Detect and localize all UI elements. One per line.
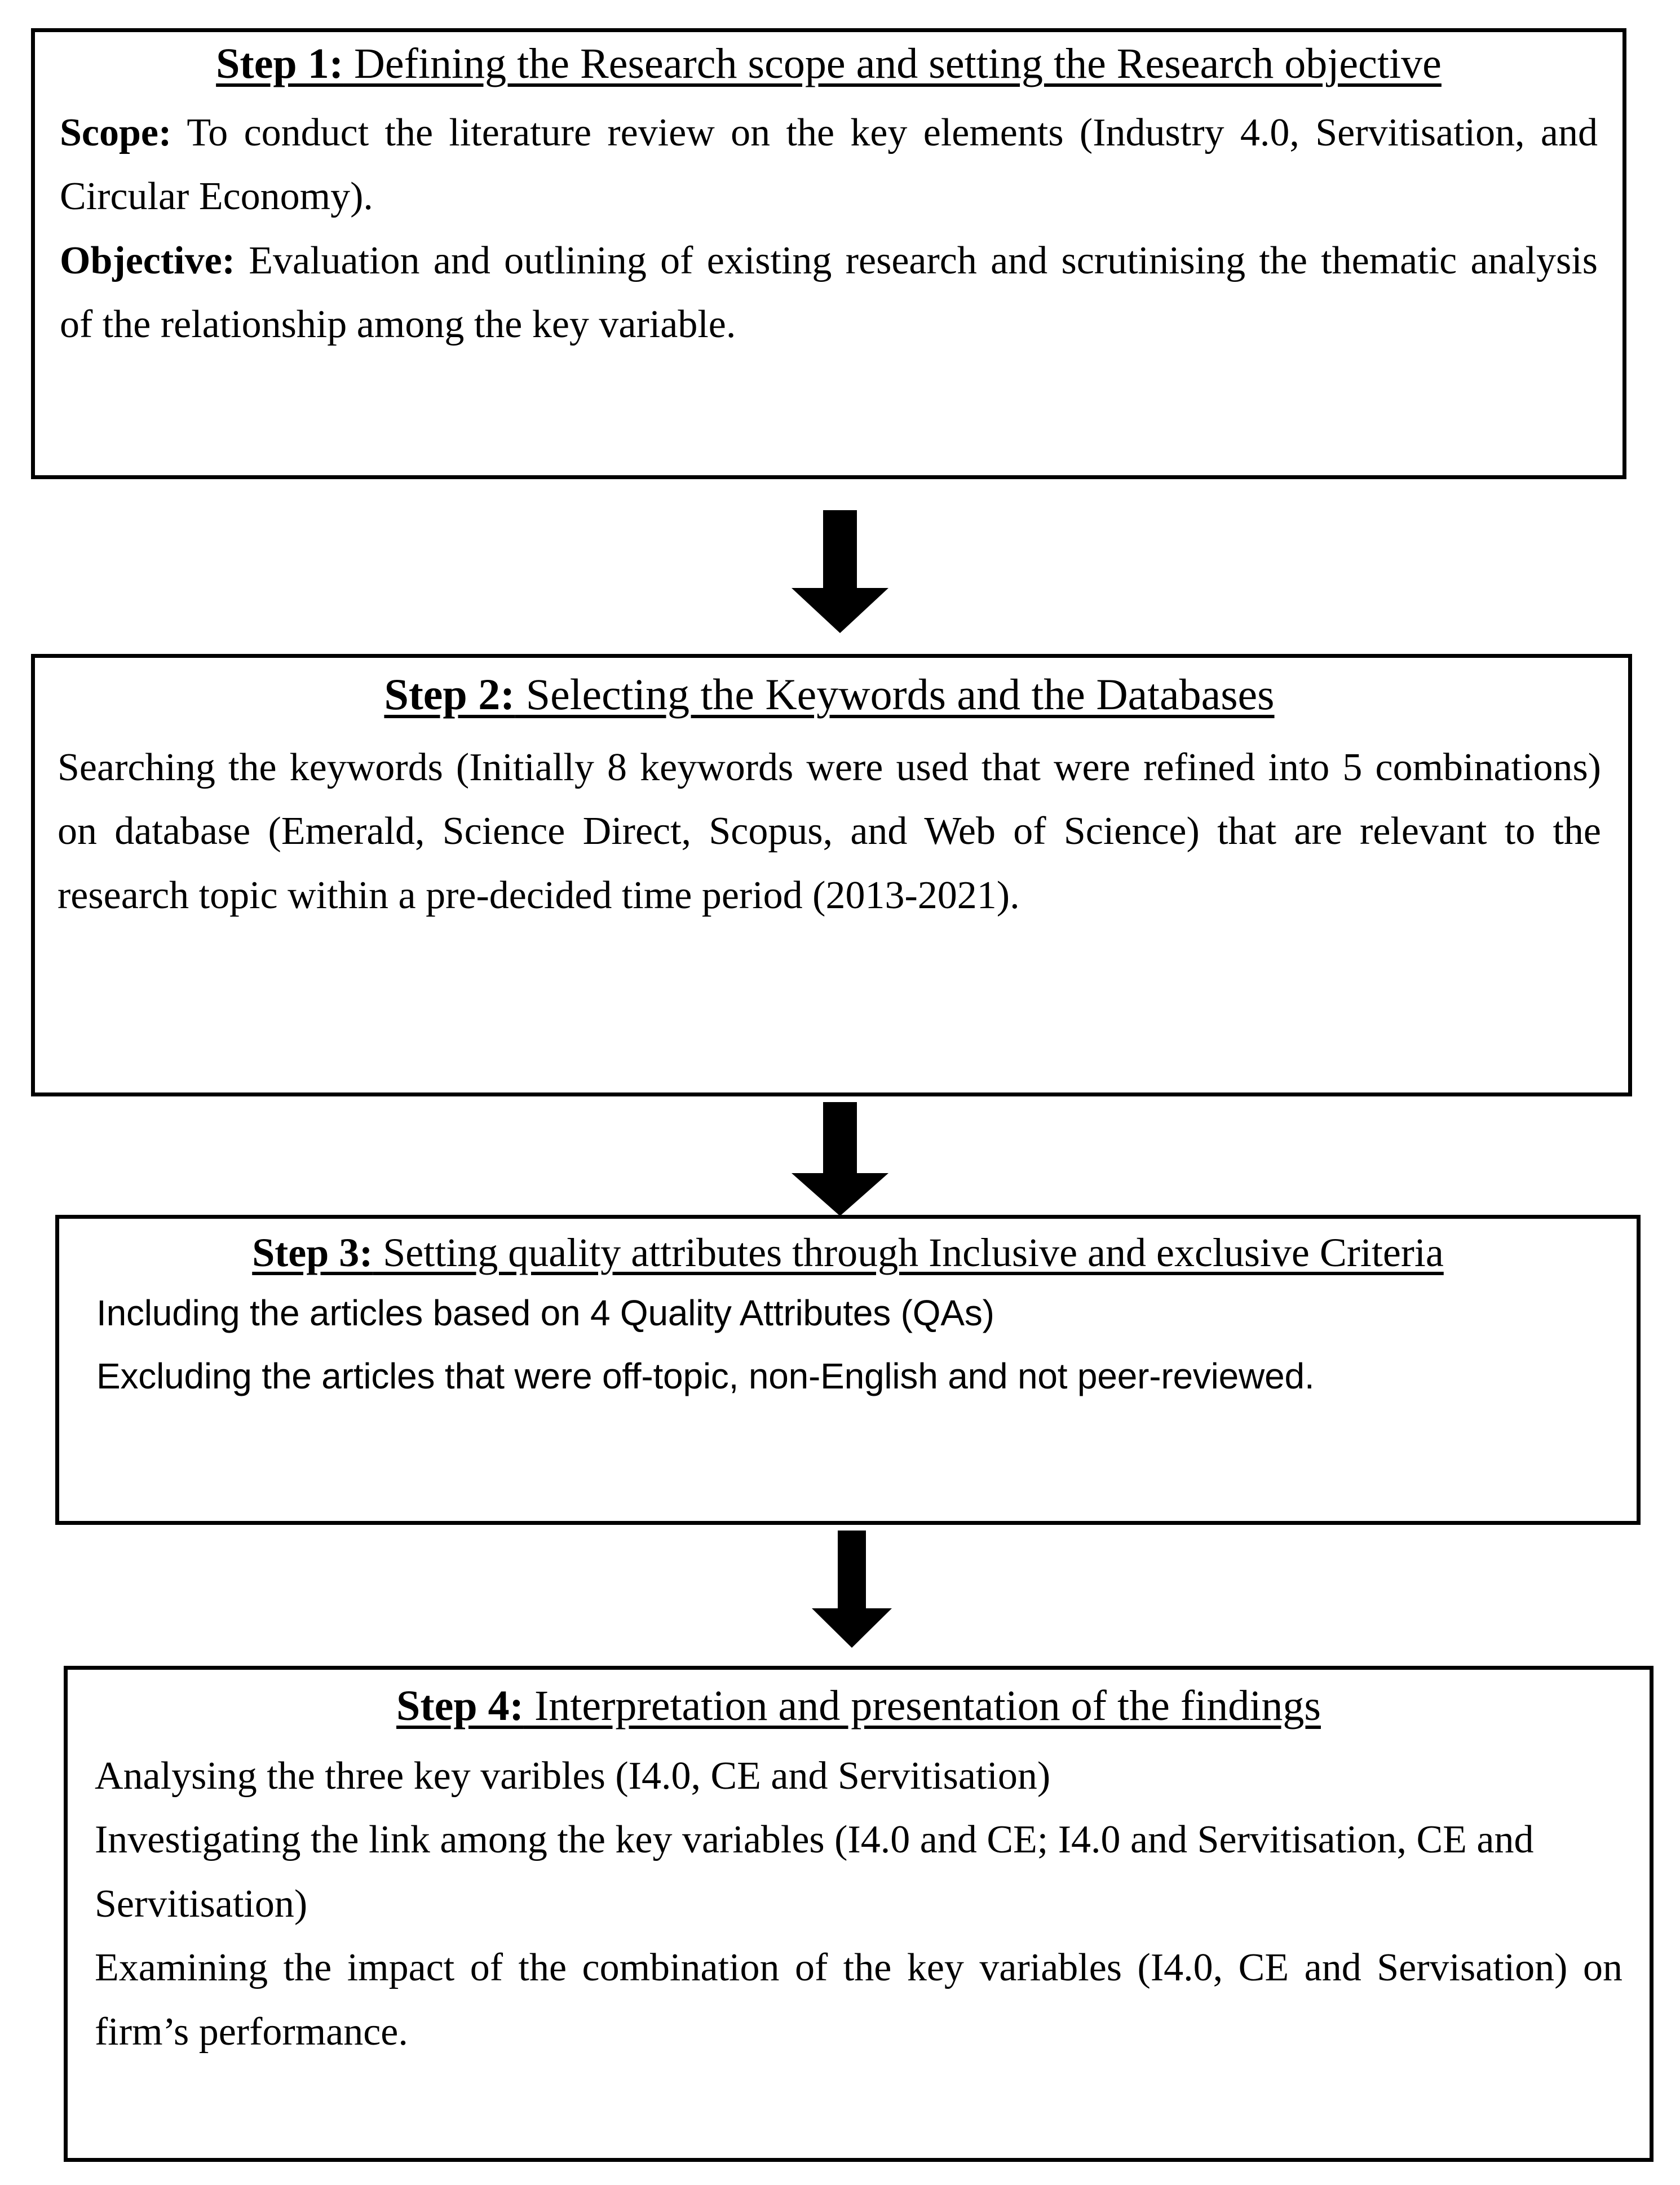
step-box-1: Step 1: Defining the Research scope and … (31, 28, 1626, 479)
step-1-scope-label: Scope: (60, 111, 172, 154)
step-2-title-rest: Selecting the Keywords and the Databases (515, 670, 1275, 719)
step-2-body-paragraph: Searching the keywords (Initially 8 keyw… (58, 736, 1601, 927)
step-3-title-prefix: Step 3: (252, 1230, 373, 1275)
step-1-title: Step 1: Defining the Research scope and … (60, 42, 1598, 85)
step-1-objective-paragraph: Objective: Evaluation and outlining of e… (60, 229, 1598, 357)
step-1-objective-label: Objective: (60, 238, 235, 282)
step-3-title-rest: Setting quality attributes through Inclu… (373, 1230, 1444, 1275)
step-2-body-text: Searching the keywords (Initially 8 keyw… (58, 746, 1601, 917)
step-3-exclusion-line: Excluding the articles that were off-top… (96, 1356, 1315, 1397)
step-4-analysing-paragraph: Analysing the three key varibles (I4.0, … (95, 1754, 1051, 1798)
arrow-down-icon-1 (792, 510, 888, 633)
step-4-title-prefix: Step 4: (396, 1682, 524, 1730)
step-2-title: Step 2: Selecting the Keywords and the D… (58, 673, 1601, 716)
step-3-title: Step 3: Setting quality attributes throu… (84, 1232, 1612, 1273)
arrow-down-icon-2 (792, 1102, 888, 1216)
step-3-inclusion-line: Including the articles based on 4 Qualit… (96, 1293, 994, 1333)
step-box-2: Step 2: Selecting the Keywords and the D… (31, 654, 1632, 1096)
step-4-title: Step 4: Interpretation and presentation … (95, 1684, 1622, 1727)
step-4-investigating-paragraph: Investigating the link among the key var… (95, 1818, 1534, 1926)
step-1-objective-text: Evaluation and outlining of existing res… (60, 238, 1598, 347)
step-1-title-rest: Defining the Research scope and setting … (343, 40, 1442, 87)
step-1-scope-text: To conduct the literature review on the … (60, 111, 1598, 219)
step-4-title-rest: Interpretation and presentation of the f… (523, 1682, 1321, 1730)
step-1-title-prefix: Step 1: (216, 40, 344, 87)
step-box-3: Step 3: Setting quality attributes throu… (55, 1215, 1641, 1525)
step-4-examining-paragraph: Examining the impact of the combination … (95, 1946, 1622, 2054)
arrow-down-icon-3 (812, 1531, 892, 1648)
step-1-scope-paragraph: Scope: To conduct the literature review … (60, 101, 1598, 229)
step-2-title-prefix: Step 2: (384, 670, 515, 719)
step-box-4: Step 4: Interpretation and presentation … (64, 1666, 1654, 2162)
